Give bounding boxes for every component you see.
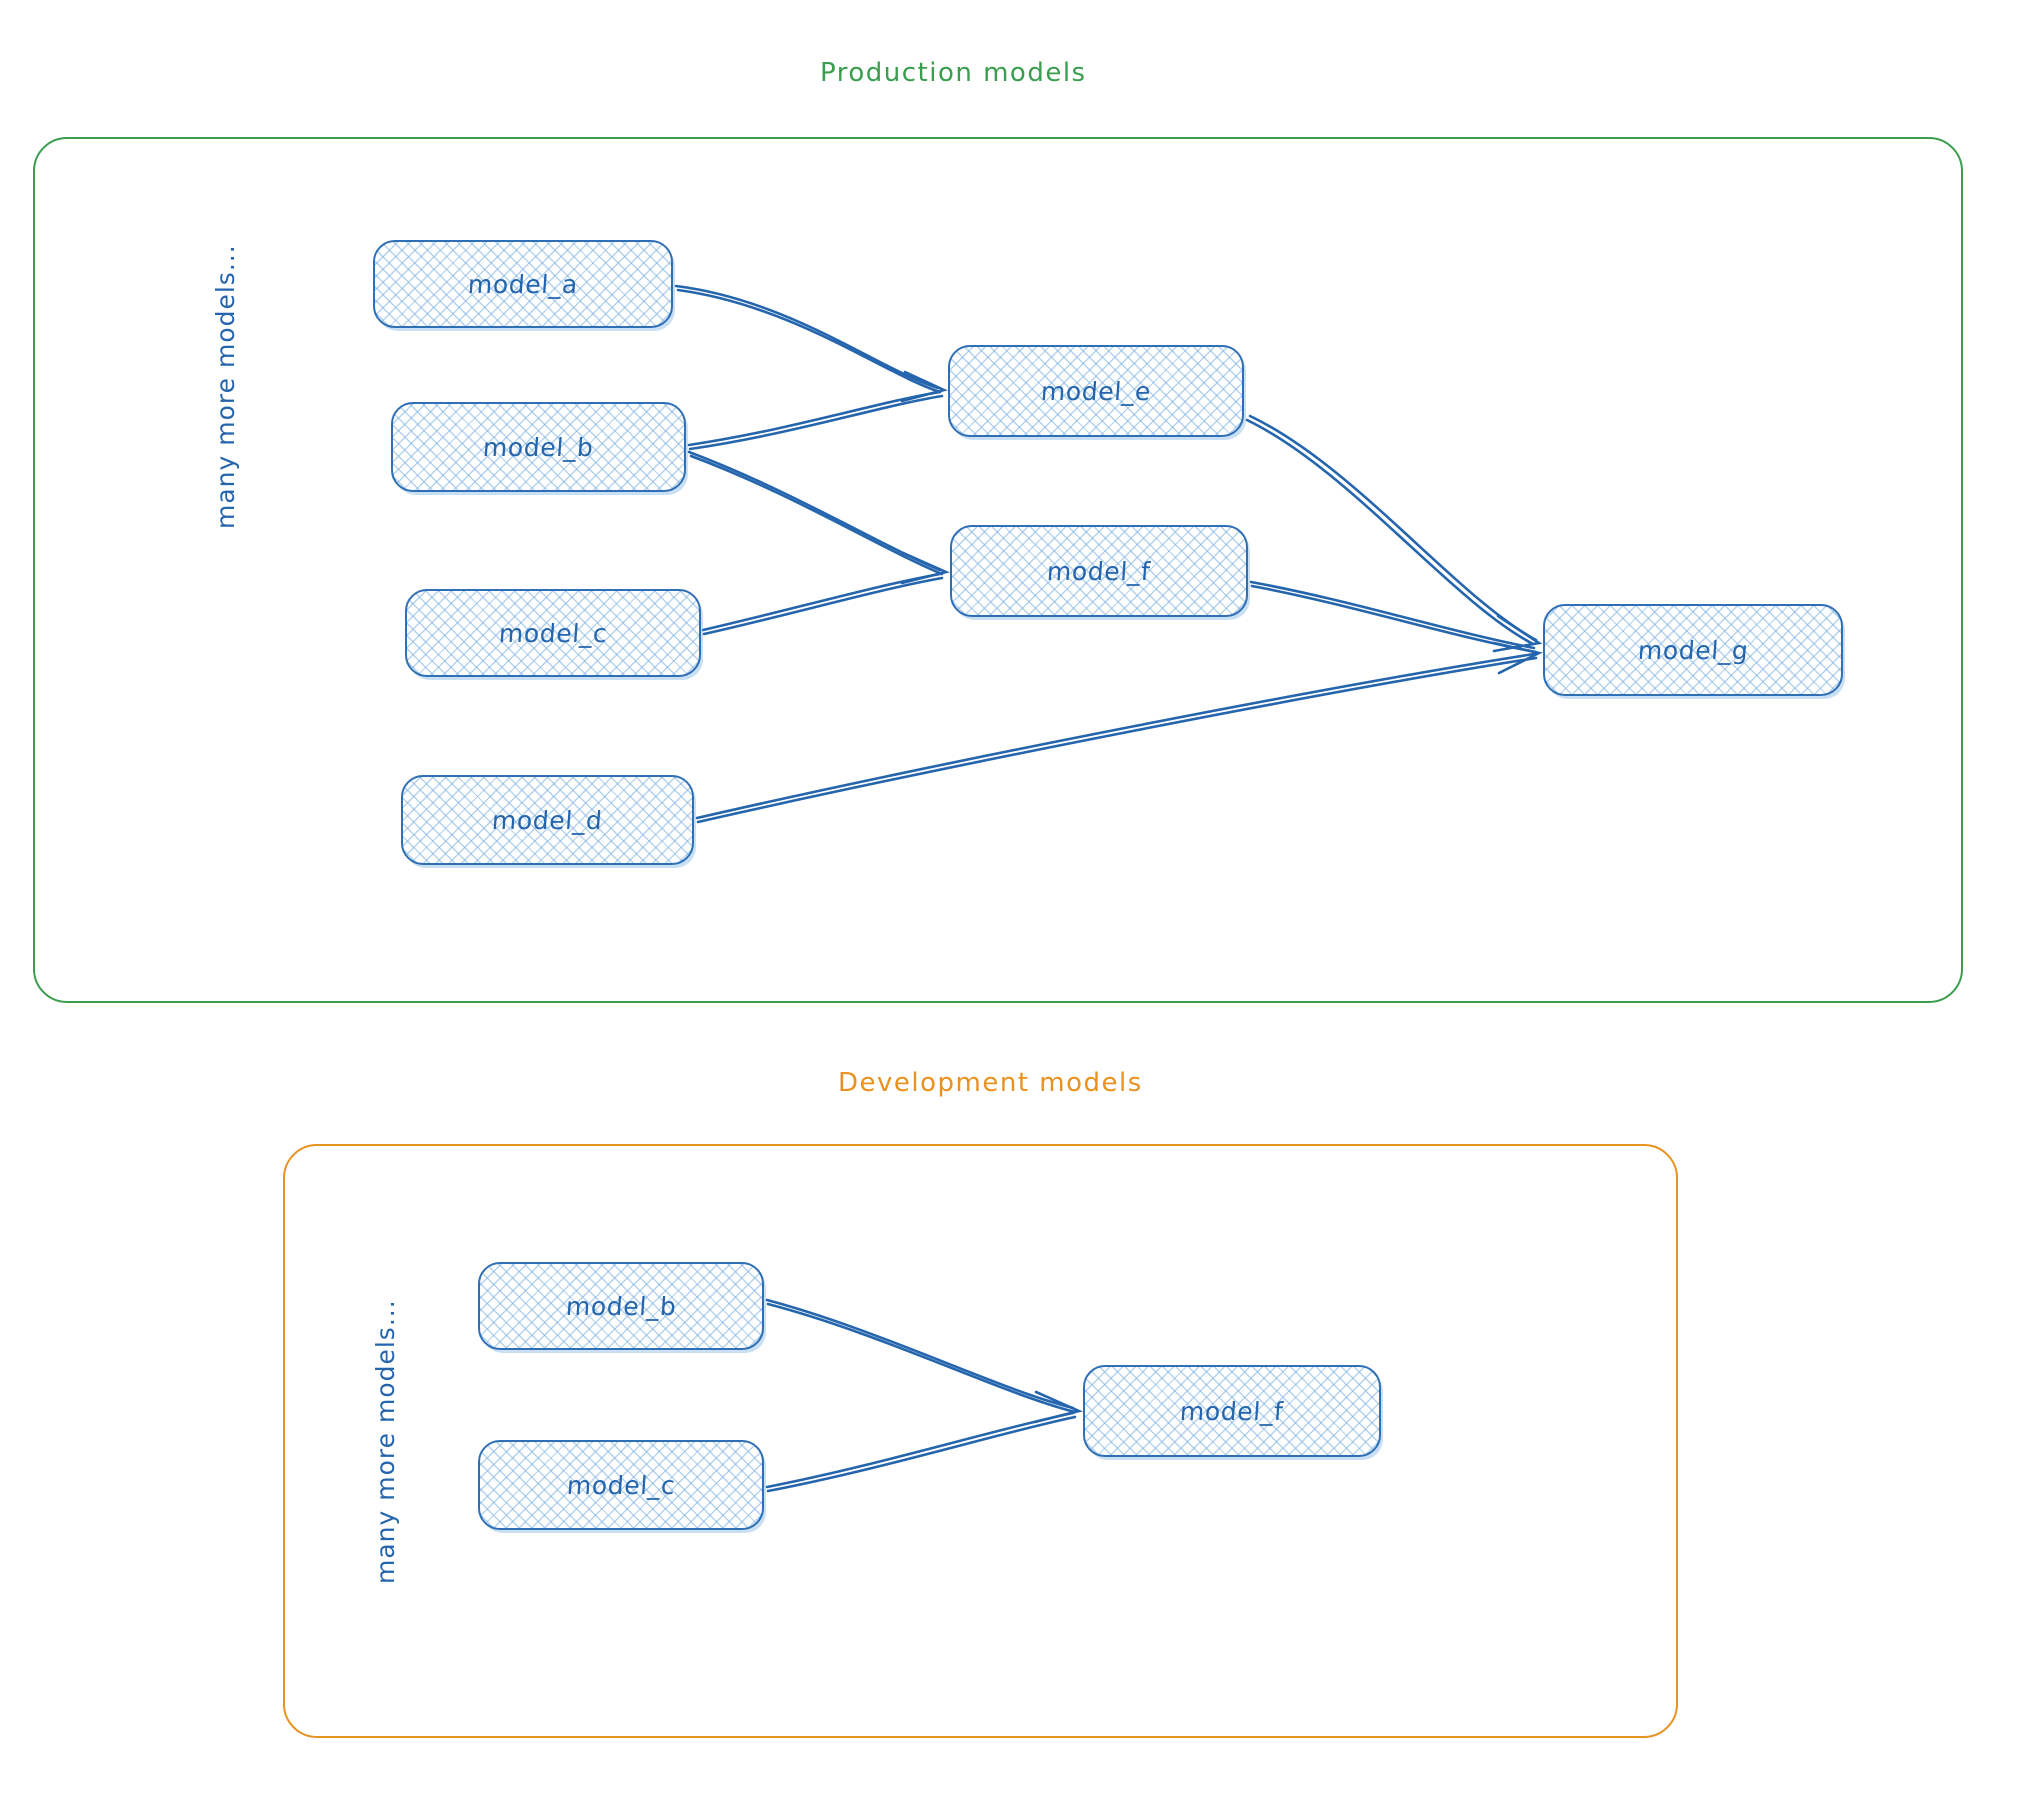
node-label: model_e (1040, 376, 1152, 406)
node-label: model_b (482, 432, 595, 462)
production-group-title: Production models (820, 58, 1087, 88)
node-model-c[interactable]: model_c (405, 589, 701, 677)
development-group-title: Development models (838, 1068, 1143, 1098)
node-label: model_c (565, 1470, 677, 1500)
node-model-g[interactable]: model_g (1543, 604, 1843, 696)
production-many-more-models-label: many more models... (211, 244, 240, 529)
node-label: model_g (1636, 635, 1750, 665)
node-model-b[interactable]: model_b (391, 402, 686, 492)
node-model-e[interactable]: model_e (948, 345, 1244, 437)
development-many-more-models-label: many more models... (371, 1299, 400, 1584)
node-label: model_f (1046, 556, 1152, 586)
node-model-a[interactable]: model_a (373, 240, 673, 328)
node-model-f[interactable]: model_f (950, 525, 1248, 617)
node-dev-model-b[interactable]: model_b (478, 1262, 764, 1350)
node-label: model_a (467, 269, 579, 299)
production-group-box (33, 137, 1963, 1003)
node-label: model_f (1179, 1396, 1285, 1426)
node-dev-model-f[interactable]: model_f (1083, 1365, 1381, 1457)
development-group-box (283, 1144, 1678, 1738)
node-label: model_d (491, 805, 604, 835)
node-label: model_b (564, 1291, 678, 1321)
node-label: model_c (497, 618, 609, 648)
node-dev-model-c[interactable]: model_c (478, 1440, 764, 1530)
node-model-d[interactable]: model_d (401, 775, 694, 865)
